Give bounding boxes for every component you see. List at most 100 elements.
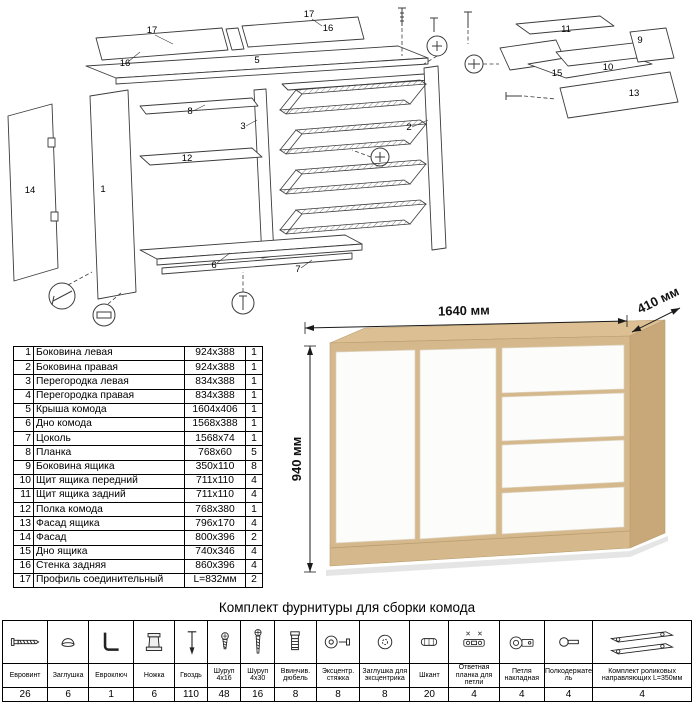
parts-cell-name: Полка комода — [33, 502, 185, 518]
parts-cell-qty: 1 — [245, 416, 263, 433]
parts-cell-num: 6 — [13, 416, 34, 433]
cap-icon — [47, 620, 90, 664]
hinge-plate-icon — [448, 620, 500, 664]
hardware-item-qty: 8 — [359, 686, 411, 702]
part-number-callout: 8 — [187, 106, 192, 117]
parts-cell-name: Фасад ящика — [33, 516, 185, 532]
screw-icon — [398, 7, 406, 26]
back-panel-right — [241, 16, 365, 48]
left-side-panel — [89, 89, 137, 300]
hardware-item-qty: 1 — [88, 686, 135, 702]
hardware-item-name: Гвоздь — [174, 663, 208, 688]
part-number-callout: 7 — [295, 264, 300, 275]
parts-cell-name: Перегородка правая — [33, 388, 185, 404]
parts-cell-num: 13 — [13, 516, 34, 532]
nail-icon — [174, 620, 208, 664]
part-number-callout: 9 — [637, 35, 642, 46]
parts-cell-size: 1568x74 — [184, 431, 246, 447]
product-render: 1640 мм 940 мм 410 мм — [289, 288, 681, 576]
parts-cell-name: Дно ящика — [33, 544, 185, 560]
parts-cell-num: 11 — [13, 487, 34, 504]
right-side-panel — [423, 65, 447, 251]
parts-cell-size: 834x388 — [184, 388, 246, 404]
parts-cell-name: Планка — [33, 445, 185, 461]
parts-cell-num: 17 — [13, 572, 34, 589]
screw-icon — [430, 17, 438, 32]
hardware-item-name: Заглушка — [47, 663, 90, 688]
hardware-item-name: Шкант — [409, 663, 450, 688]
part-number-callout: 15 — [552, 68, 563, 79]
hardware-item-qty: 48 — [206, 686, 242, 702]
part-number-callout: 10 — [603, 62, 614, 73]
plinth-seam — [329, 530, 631, 549]
screw-icon — [505, 92, 522, 100]
drawer-detail-view — [499, 15, 679, 119]
parts-cell-size: 711x110 — [184, 487, 246, 504]
roller-guides-icon — [592, 620, 692, 664]
plinth-panel — [161, 252, 353, 275]
parts-cell-qty: 1 — [245, 360, 263, 376]
plank — [139, 73, 431, 115]
parts-cell-size: 350x110 — [184, 459, 246, 475]
parts-cell-qty: 8 — [245, 459, 263, 475]
hardware-item-name: Ответная планка для петли — [448, 663, 500, 688]
hardware-item-name: Петля накладная — [498, 663, 545, 688]
parts-cell-qty: 1 — [245, 502, 263, 518]
part-number-callout: 17 — [304, 9, 315, 20]
hardware-item-qty: 26 — [1, 686, 49, 702]
part-number-callout: 6 — [211, 260, 216, 271]
parts-cell-name: Дно комода — [33, 416, 185, 433]
screw-short-icon — [206, 620, 242, 664]
parts-cell-size: 740x346 — [184, 544, 246, 560]
hardware-item-qty: 8 — [315, 686, 361, 702]
hardware-item-qty: 110 — [174, 686, 208, 702]
parts-cell-num: 1 — [13, 345, 34, 362]
parts-cell-num: 9 — [13, 459, 34, 475]
parts-cell-qty: 1 — [245, 374, 263, 390]
parts-cell-num: 10 — [13, 473, 34, 489]
parts-cell-qty: 5 — [245, 445, 263, 461]
parts-cell-size: 1568x388 — [184, 416, 246, 433]
zoom-circle — [48, 282, 76, 310]
euro-screw-icon — [1, 620, 49, 664]
hardware-item-qty: 16 — [240, 686, 275, 702]
parts-cell-num: 5 — [13, 402, 34, 418]
part-number-callout: 3 — [240, 121, 245, 132]
hardware-item-name: Полкодержатель — [543, 663, 594, 688]
door-right — [419, 347, 497, 540]
leg-icon — [133, 620, 176, 664]
parts-cell-qty: 2 — [245, 530, 263, 546]
parts-cell-size: 1604x406 — [184, 402, 246, 418]
dresser-body — [326, 319, 668, 576]
hardware-item-name: Евровинт — [1, 663, 49, 688]
parts-cell-qty: 2 — [245, 572, 263, 589]
part-number-callout: 11 — [561, 24, 571, 35]
parts-cell-size: 834x388 — [184, 374, 246, 390]
parts-cell-size: L=832мм — [184, 572, 246, 589]
part-number-callout: 5 — [254, 55, 259, 66]
hardware-item-qty: 4 — [543, 686, 594, 702]
parts-cell-size: 800x396 — [184, 530, 246, 546]
parts-cell-name: Щит ящика задний — [33, 487, 185, 504]
parts-cell-name: Боковина ящика — [33, 459, 185, 475]
width-dimension-label: 1640 мм — [438, 302, 490, 318]
hardware-item-qty: 6 — [133, 686, 176, 702]
parts-cell-qty: 4 — [245, 544, 263, 560]
drawer-front-1 — [501, 344, 625, 394]
part-number-callout: 14 — [25, 185, 36, 196]
parts-cell-size: 768x60 — [184, 445, 246, 461]
